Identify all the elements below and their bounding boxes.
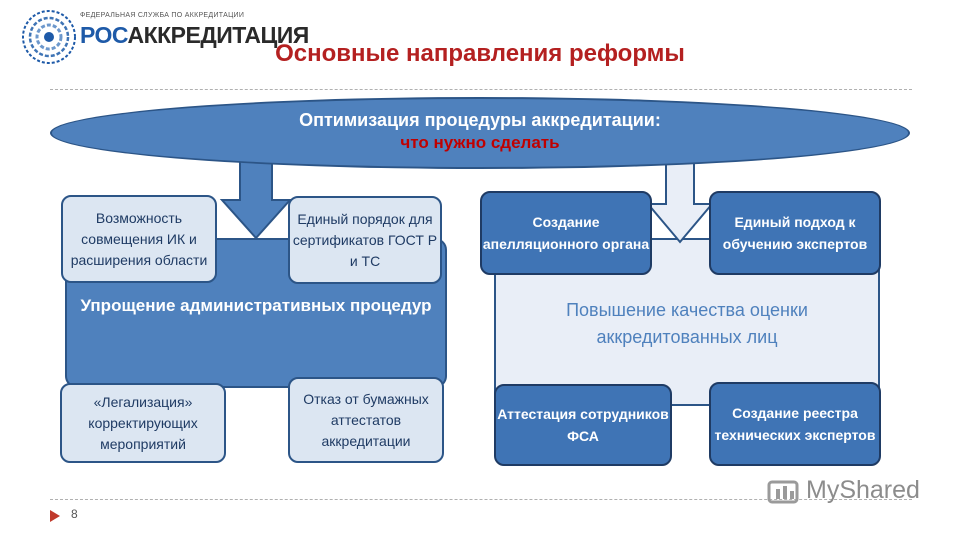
box-legalization: «Легализация» корректирующих мероприятий bbox=[60, 383, 226, 463]
goal-subtitle: что нужно сделать bbox=[400, 133, 560, 152]
box-paperless: Отказ от бумажных аттестатов аккредитаци… bbox=[288, 377, 444, 463]
page-number: 8 bbox=[71, 507, 78, 521]
logo-emblem-icon bbox=[20, 8, 78, 71]
left-group-label: Упрощение административных процедур bbox=[80, 296, 432, 315]
arrow-down-right-icon bbox=[645, 159, 715, 244]
box-expert-training: Единый подход к обучению экспертов bbox=[709, 191, 881, 275]
watermark-logo-icon bbox=[767, 480, 799, 504]
box-expert-training-text: Единый подход к обучению экспертов bbox=[722, 214, 868, 252]
box-expert-registry-text: Создание реестра технических экспертов bbox=[714, 405, 876, 443]
box-appeal-body-text: Создание апелляционного органа bbox=[482, 214, 650, 252]
goal-title: Оптимизация процедуры аккредитации: bbox=[299, 110, 661, 130]
header-divider bbox=[50, 89, 912, 90]
right-group-label: Повышение качества оценки аккредитованны… bbox=[566, 300, 808, 347]
box-expert-registry: Создание реестра технических экспертов bbox=[709, 382, 881, 466]
box-unified-certificates: Единый порядок для сертификатов ГОСТ Р и… bbox=[288, 196, 442, 284]
watermark: MyShared bbox=[806, 476, 920, 504]
slide-marker-icon bbox=[50, 510, 60, 522]
box-appeal-body: Создание апелляционного органа bbox=[480, 191, 652, 275]
box-staff-attestation: Аттестация сотрудников ФСА bbox=[494, 384, 672, 466]
footer-divider bbox=[50, 499, 912, 500]
arrow-down-left-icon bbox=[219, 159, 293, 240]
box-legalization-text: «Легализация» корректирующих мероприятий bbox=[88, 393, 198, 452]
goal-ellipse: Оптимизация процедуры аккредитации: что … bbox=[50, 97, 910, 169]
logo-name-accent: РОС bbox=[80, 22, 128, 48]
box-combine-ik: Возможность совмещения ИК и расширения о… bbox=[61, 195, 217, 283]
box-paperless-text: Отказ от бумажных аттестатов аккредитаци… bbox=[303, 390, 429, 449]
page-title: Основные направления реформы bbox=[0, 40, 960, 68]
logo-name: РОСАККРЕДИТАЦИЯ bbox=[80, 22, 309, 49]
box-combine-ik-text: Возможность совмещения ИК и расширения о… bbox=[70, 209, 208, 268]
box-unified-certificates-text: Единый порядок для сертификатов ГОСТ Р и… bbox=[292, 210, 438, 269]
logo-subtitle: ФЕДЕРАЛЬНАЯ СЛУЖБА ПО АККРЕДИТАЦИИ bbox=[80, 12, 245, 19]
page-title-text: Основные направления реформы bbox=[275, 40, 685, 67]
logo-name-rest: АККРЕДИТАЦИЯ bbox=[127, 22, 309, 48]
box-staff-attestation-text: Аттестация сотрудников ФСА bbox=[497, 406, 669, 444]
